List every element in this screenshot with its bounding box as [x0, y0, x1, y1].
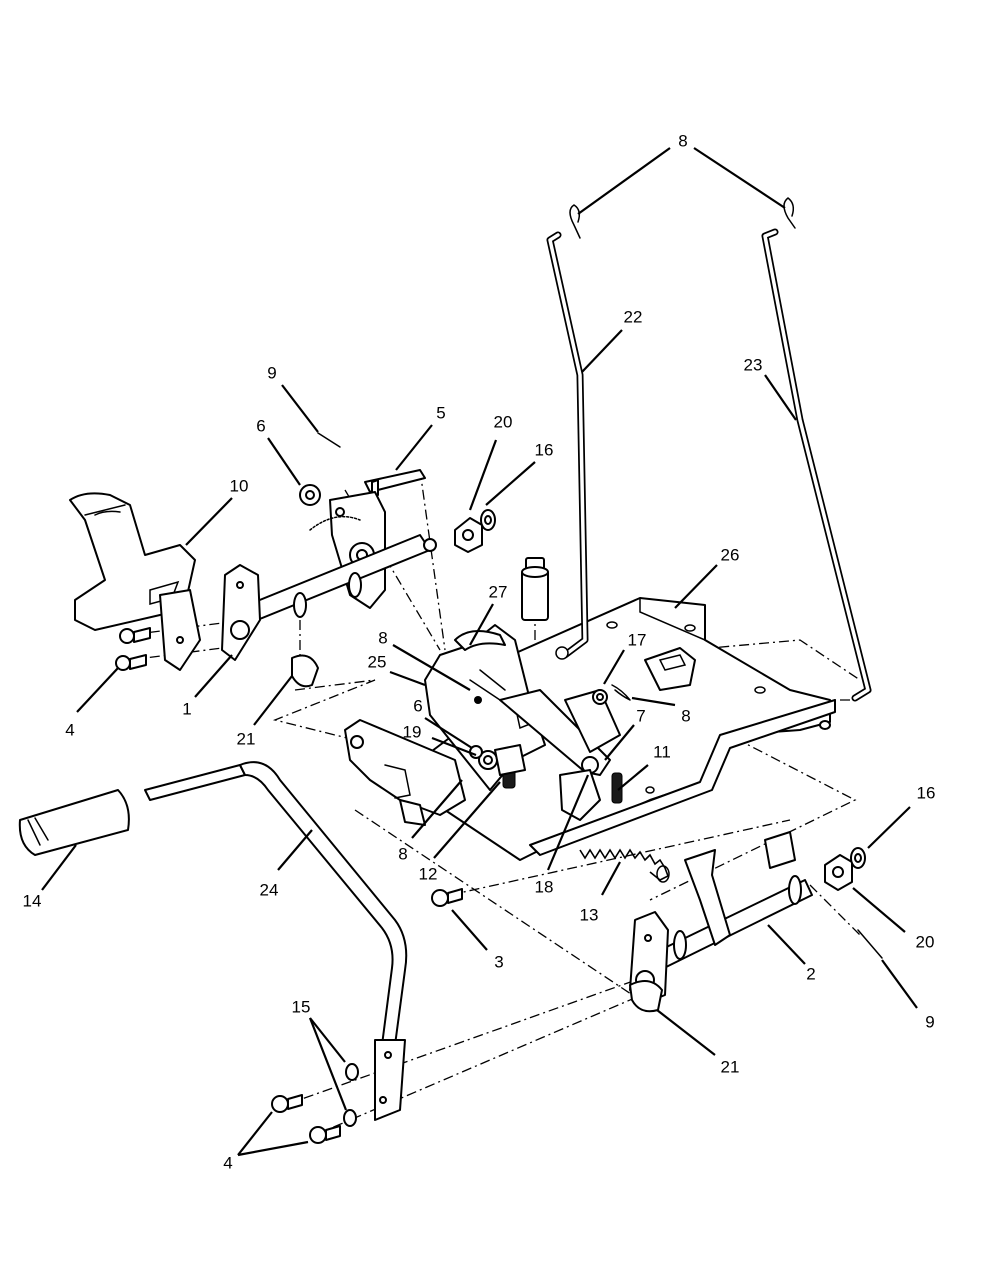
part-3-bolt [431, 888, 463, 907]
callout-4-upper: 4 [65, 720, 74, 739]
callout-5: 5 [436, 403, 445, 422]
part-9-cotter-pin-top [317, 432, 341, 448]
part-19-hex-nut [478, 744, 526, 776]
callout-21-lower: 21 [721, 1057, 740, 1076]
callout-8-right: 8 [681, 706, 690, 725]
part-15-washers [343, 1063, 359, 1127]
callout-7: 7 [636, 706, 645, 725]
part-4-bolts-lower [271, 1094, 341, 1144]
part-22-rod [546, 231, 589, 660]
part-8-clip-right [611, 684, 631, 701]
part-13-spring [579, 848, 670, 883]
callout-13: 13 [580, 905, 599, 924]
callout-12: 12 [419, 864, 438, 883]
part-6-nut [299, 484, 321, 506]
callout-6-lower: 6 [413, 696, 422, 715]
part-8-hair-pin-clip-left [569, 204, 581, 239]
callout-21-upper: 21 [237, 729, 256, 748]
callout-14: 14 [23, 891, 42, 910]
callout-27: 27 [489, 582, 508, 601]
part-20-nut-lower [824, 854, 853, 891]
part-16-washer-upper [480, 509, 496, 531]
callout-4-lower: 4 [223, 1153, 232, 1172]
part-4-bolts-upper [115, 627, 151, 671]
callout-16-top: 16 [535, 440, 554, 459]
callout-23: 23 [744, 355, 763, 374]
callout-labels: 8 22 23 9 6 5 20 16 10 26 27 8 17 25 8 4… [23, 131, 936, 1172]
callout-9-top: 9 [267, 363, 276, 382]
control-lever-arm [499, 689, 621, 776]
callout-17: 17 [628, 630, 647, 649]
callout-19: 19 [403, 722, 422, 741]
callout-11: 11 [653, 742, 671, 761]
part-21-clip-upper [291, 654, 319, 688]
callout-1: 1 [182, 699, 191, 718]
part-2-lower-shaft [629, 831, 813, 1006]
callout-3: 3 [494, 952, 503, 971]
callout-8-lower: 8 [398, 844, 407, 863]
callout-15: 15 [292, 997, 311, 1016]
callout-18: 18 [535, 877, 554, 896]
assembly-lines [129, 469, 861, 1136]
callout-10: 10 [230, 476, 249, 495]
part-21-clip-lower [629, 980, 663, 1013]
callout-20-top: 20 [494, 412, 513, 431]
part-17-washer [592, 689, 608, 705]
callout-8-top: 8 [678, 131, 687, 150]
callout-22: 22 [624, 307, 643, 326]
part-8-hair-pin-clip-right [783, 197, 796, 229]
callout-20-lower: 20 [916, 932, 935, 951]
callout-2: 2 [806, 964, 815, 983]
callout-25: 25 [368, 652, 387, 671]
part-16-washer-lower [850, 847, 866, 869]
callout-9-lower: 9 [925, 1012, 934, 1031]
callout-24: 24 [260, 880, 279, 899]
part-14-grip [18, 789, 130, 856]
part-27-bushing [521, 557, 549, 621]
part-20-nut-upper [454, 517, 483, 553]
part-9-cotter-pin-lower [857, 929, 883, 959]
leader-lines [41, 147, 918, 1157]
part-23-rod [761, 228, 872, 702]
lower-left-plate [344, 719, 466, 826]
part-1-pivot-plate [221, 564, 261, 661]
part-10-pedal [69, 492, 201, 671]
callout-26: 26 [721, 545, 740, 564]
callout-8-mid: 8 [378, 628, 387, 647]
callout-6-top: 6 [256, 416, 265, 435]
callout-16-lower: 16 [917, 783, 936, 802]
part-24-lever [144, 761, 408, 1121]
